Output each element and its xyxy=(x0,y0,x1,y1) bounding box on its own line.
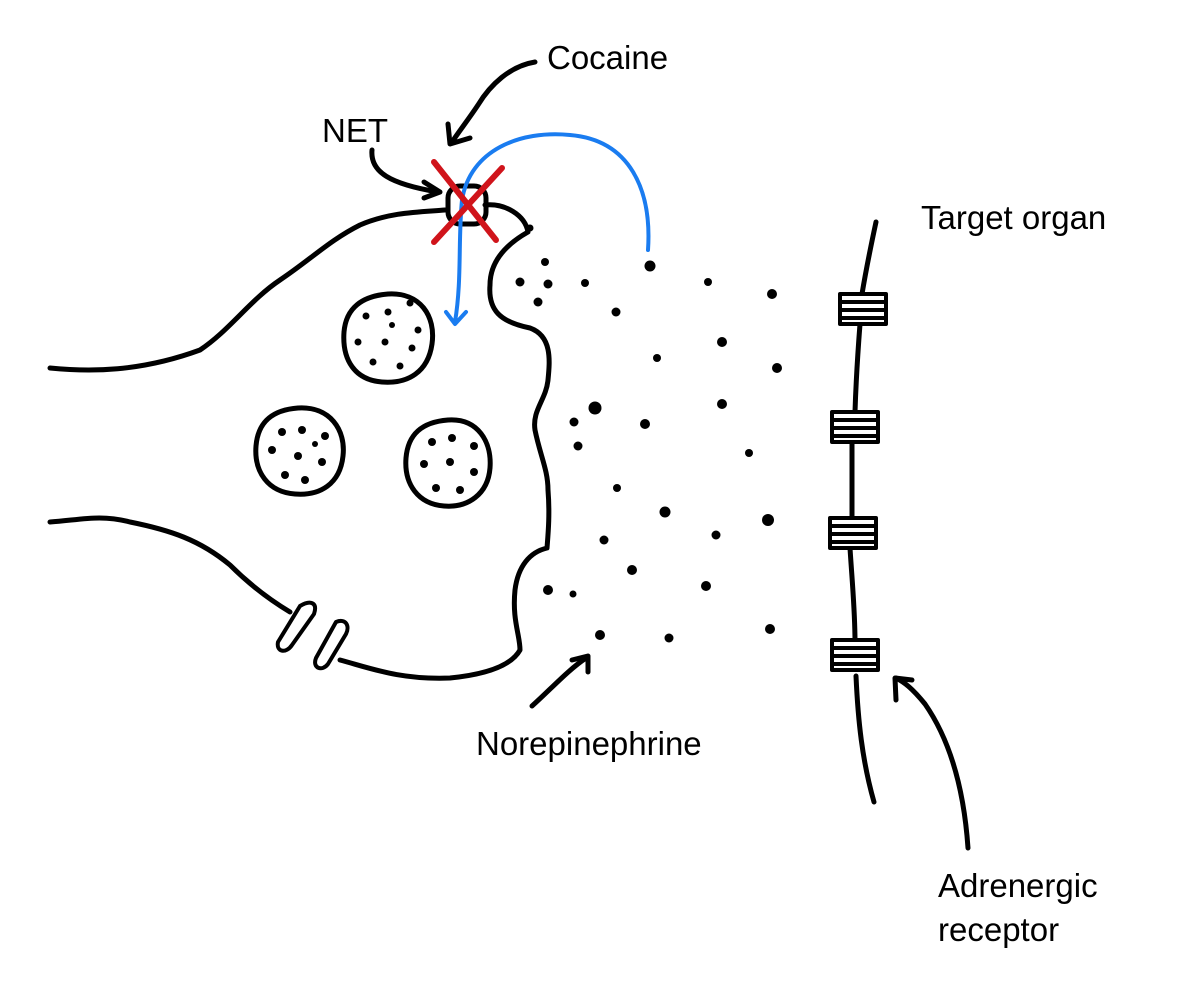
adrenergic-receptor xyxy=(828,516,878,550)
target-organ-membrane xyxy=(847,219,879,805)
vesicle xyxy=(253,405,346,497)
cocaine-label: Cocaine xyxy=(547,39,669,76)
receptor-arrow xyxy=(892,675,971,851)
net-arrow xyxy=(369,147,443,201)
vesicle xyxy=(403,417,493,509)
adrenergic-receptor xyxy=(830,410,880,444)
exocytosis-fragment-1 xyxy=(275,600,317,653)
presynaptic-membrane-lower xyxy=(47,515,293,615)
norepinephrine-label: Norepinephrine xyxy=(476,725,702,762)
target-organ-label: Target organ xyxy=(921,199,1107,236)
adrenergic-receptor xyxy=(830,638,880,672)
adrenergic-receptor-label-line2: receptor xyxy=(938,911,1060,948)
red-x-icon xyxy=(431,159,505,245)
presynaptic-membrane-upper xyxy=(47,207,448,373)
blue-curved-arrow-icon xyxy=(444,132,651,326)
norepinephrine-arrow xyxy=(529,653,591,709)
norepinephrine-molecules xyxy=(515,224,782,643)
presynaptic-membrane-cap xyxy=(337,202,552,681)
adrenergic-receptor xyxy=(838,292,888,326)
vesicle xyxy=(341,291,436,385)
adrenergic-receptor-label-line1: Adrenergic xyxy=(938,867,1098,904)
cocaine-arrow xyxy=(445,59,538,147)
exocytosis-fragment-2 xyxy=(313,619,350,671)
net-label: NET xyxy=(322,112,388,149)
